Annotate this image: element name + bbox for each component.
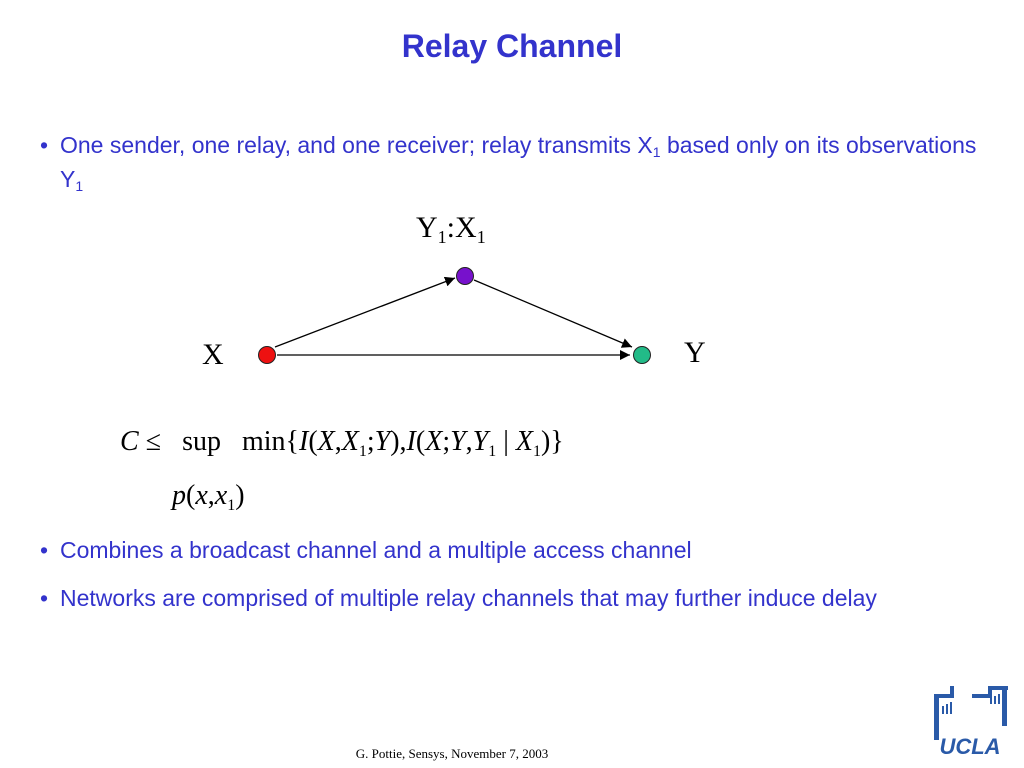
bullet-marker: • — [40, 537, 49, 563]
edge-sender-to-relay — [274, 276, 456, 348]
capacity-formula-main: C ≤ sup min{I(X,X1;Y),I(X;Y,Y1 | X1)} — [120, 426, 564, 460]
bullet-relay-description: • One sender, one relay, and one receive… — [40, 128, 1000, 196]
ucla-logo-wordmark: UCLA — [939, 734, 1000, 759]
bullet-text: One sender, one relay, and one receiver;… — [60, 132, 977, 194]
capacity-formula-subscript: p(x,x1) — [172, 480, 245, 514]
bullet-broadcast-mac: • Combines a broadcast channel and a mul… — [40, 533, 1000, 567]
sender-node — [258, 346, 276, 364]
bullet-marker: • — [40, 585, 49, 611]
ucla-logo: UCLA — [934, 686, 1008, 759]
slide-footer: G. Pottie, Sensys, November 7, 2003 — [355, 746, 549, 761]
bullet-text: Networks are comprised of multiple relay… — [60, 585, 877, 611]
relay-node — [456, 267, 474, 285]
receiver-label: Y — [684, 336, 706, 369]
edge-relay-to-receiver — [473, 279, 633, 348]
bullet-networks: • Networks are comprised of multiple rel… — [40, 581, 1000, 615]
bullet-marker: • — [40, 132, 49, 158]
slide-title: Relay Channel — [401, 28, 623, 64]
sender-label: X — [202, 338, 224, 371]
bullet-text: Combines a broadcast channel and a multi… — [60, 537, 692, 563]
receiver-node — [633, 346, 651, 364]
relay-label: Y1:X1 — [416, 211, 486, 247]
